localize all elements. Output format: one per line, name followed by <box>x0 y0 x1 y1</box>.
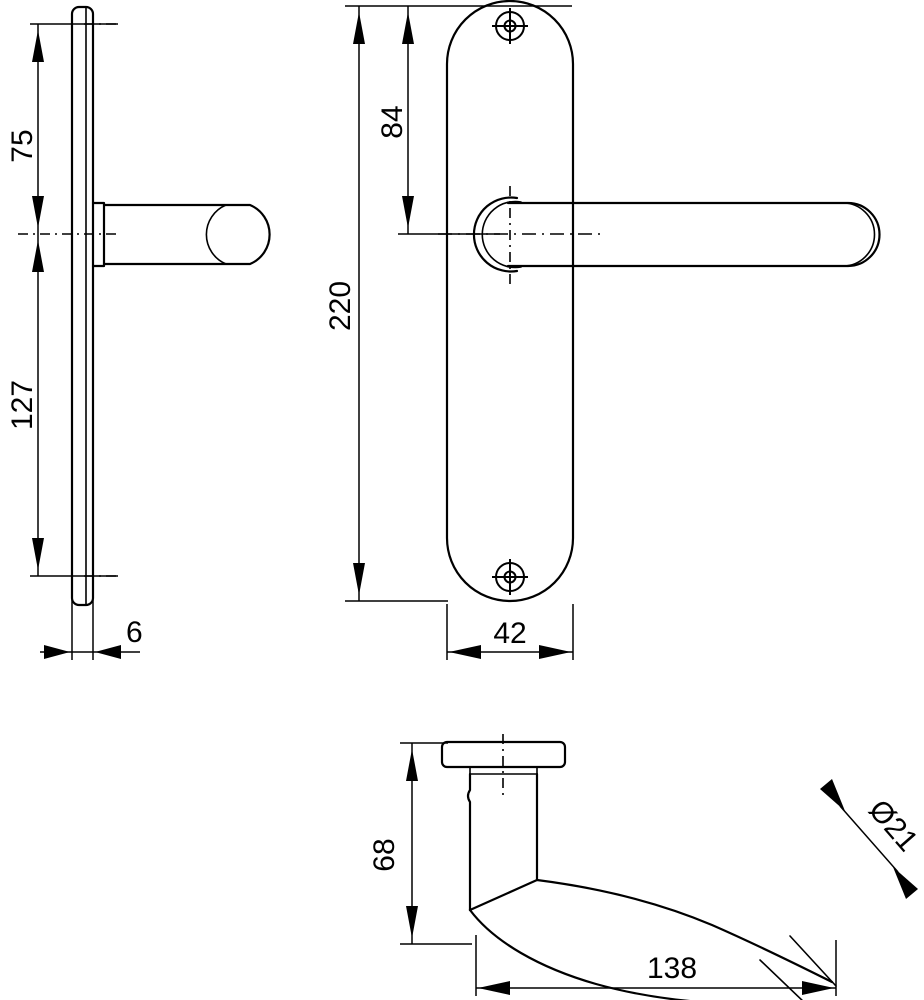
dim-127: 127 <box>6 234 44 576</box>
dim-d21: Ø21 <box>820 779 924 899</box>
side-view-backplate <box>70 5 95 607</box>
screw-hole-bottom <box>492 559 528 595</box>
lever-neck <box>466 772 539 912</box>
side-view-lever <box>91 201 271 268</box>
dim-84: 84 <box>376 6 414 234</box>
dim-68: 68 <box>368 743 418 944</box>
front-view-backplate <box>445 0 575 603</box>
lever-body <box>468 878 837 1000</box>
lever-profile-view: 68 138 Ø21 <box>368 734 924 1000</box>
dim-75-label: 75 <box>6 129 39 162</box>
side-view: 75 127 6 <box>6 5 271 660</box>
dim-75: 75 <box>6 24 44 234</box>
dim-220-label: 220 <box>324 281 357 331</box>
dim-6: 6 <box>40 600 143 660</box>
dim-6-label: 6 <box>126 616 143 649</box>
dim-d21-label: Ø21 <box>862 794 924 858</box>
lever-rose-cap <box>440 740 567 775</box>
dim-220: 220 <box>324 6 365 601</box>
dim-138: 138 <box>475 935 837 996</box>
dim-127-label: 127 <box>6 380 39 430</box>
screw-hole-top <box>492 8 528 44</box>
dim-42: 42 <box>446 604 574 660</box>
dim-68-label: 68 <box>368 838 401 871</box>
dim-84-label: 84 <box>376 105 409 138</box>
front-view-lever <box>506 201 881 268</box>
front-view: 84 220 42 <box>324 0 881 660</box>
dim-138-label: 138 <box>647 952 697 985</box>
dim-42-label: 42 <box>493 617 526 650</box>
